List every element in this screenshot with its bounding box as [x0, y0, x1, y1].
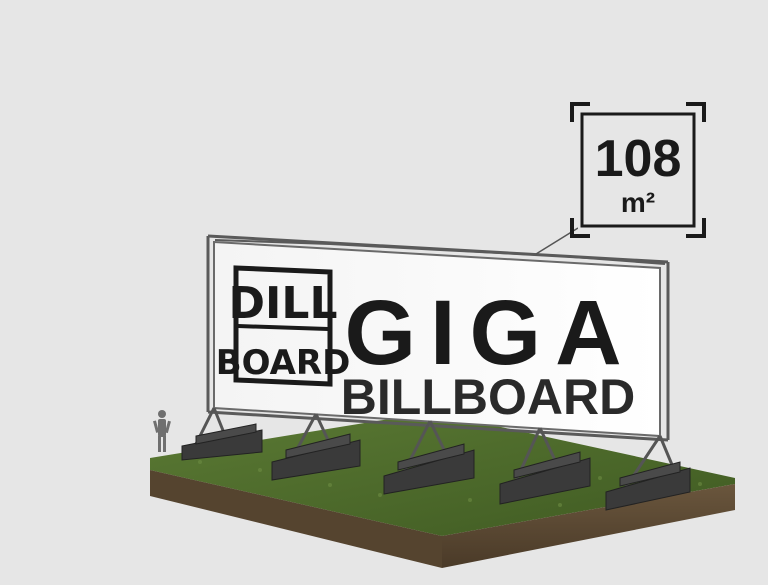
billboard-frame — [206, 234, 670, 442]
subheadline-text: BILLBOARD — [341, 369, 635, 425]
size-value: 108 — [595, 130, 682, 188]
logo-line1: DILL — [229, 278, 338, 329]
person-figure — [153, 410, 171, 452]
dill-board-logo: DILL BOARD — [216, 265, 351, 387]
size-badge: 108 m² — [570, 102, 706, 238]
size-unit: m² — [621, 187, 655, 218]
headline-text: GIGA — [344, 282, 635, 384]
ballast-blocks — [181, 423, 691, 511]
logo-line2: BOARD — [216, 343, 351, 383]
